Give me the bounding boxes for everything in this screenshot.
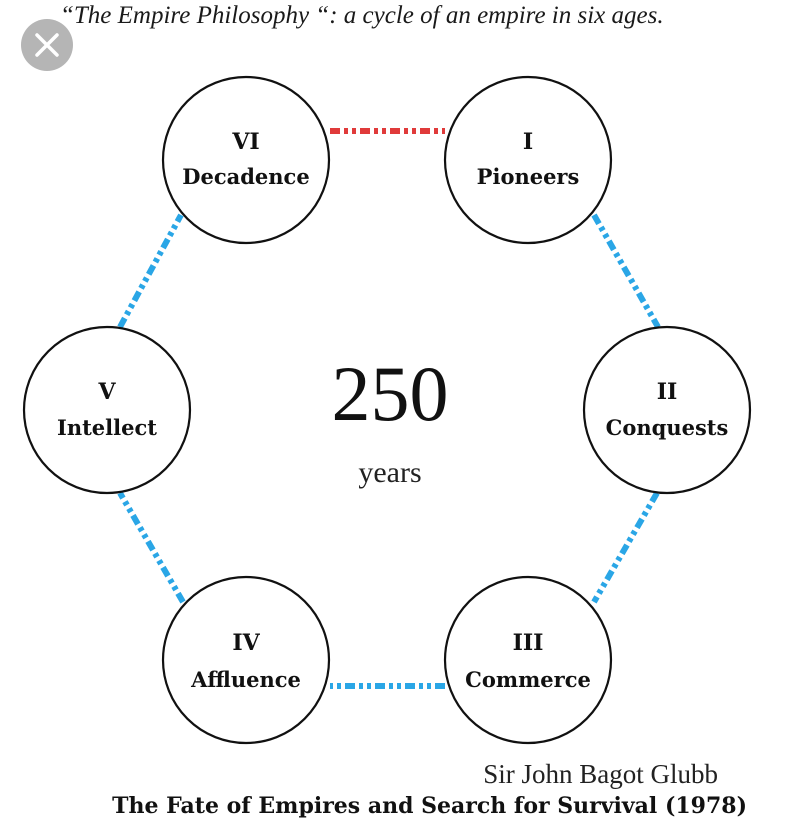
stage-iii-commerce: III Commerce	[443, 575, 613, 745]
close-icon	[35, 33, 59, 57]
stage-i-pioneers: I Pioneers	[443, 75, 613, 245]
stage-iv-affluence: IV Affluence	[161, 575, 331, 745]
author-name: Sir John Bagot Glubb	[483, 759, 718, 789]
connector-iv-v	[117, 491, 186, 604]
stage-ii-conquests: II Conquests	[582, 325, 752, 495]
stage-vi-decadence: VI Decadence	[161, 75, 331, 245]
stage-name: Pioneers	[477, 164, 580, 189]
connector-ii-iii	[591, 491, 660, 604]
stage-numeral: I	[523, 129, 533, 155]
stage-name: Conquests	[606, 415, 729, 440]
connector-v-vi	[117, 213, 184, 329]
book-title: The Fate of Empires and Search for Survi…	[112, 793, 747, 819]
close-button[interactable]	[21, 19, 73, 71]
stage-name: Affluence	[190, 667, 301, 692]
stage-numeral: II	[657, 379, 678, 405]
stage-name: Commerce	[465, 667, 591, 692]
stage-v-intellect: V Intellect	[22, 325, 192, 495]
stage-numeral: V	[97, 379, 116, 405]
stage-numeral: VI	[231, 129, 259, 155]
cycle-duration-unit: years	[358, 456, 422, 489]
cycle-duration-value: 250	[331, 350, 449, 437]
stage-name: Decadence	[182, 164, 309, 189]
stage-numeral: III	[513, 630, 544, 656]
connector-i-ii	[591, 213, 661, 329]
stage-numeral: IV	[232, 630, 260, 656]
stage-name: Intellect	[57, 415, 157, 440]
page-title: “The Empire Philosophy “: a cycle of an …	[60, 2, 664, 29]
